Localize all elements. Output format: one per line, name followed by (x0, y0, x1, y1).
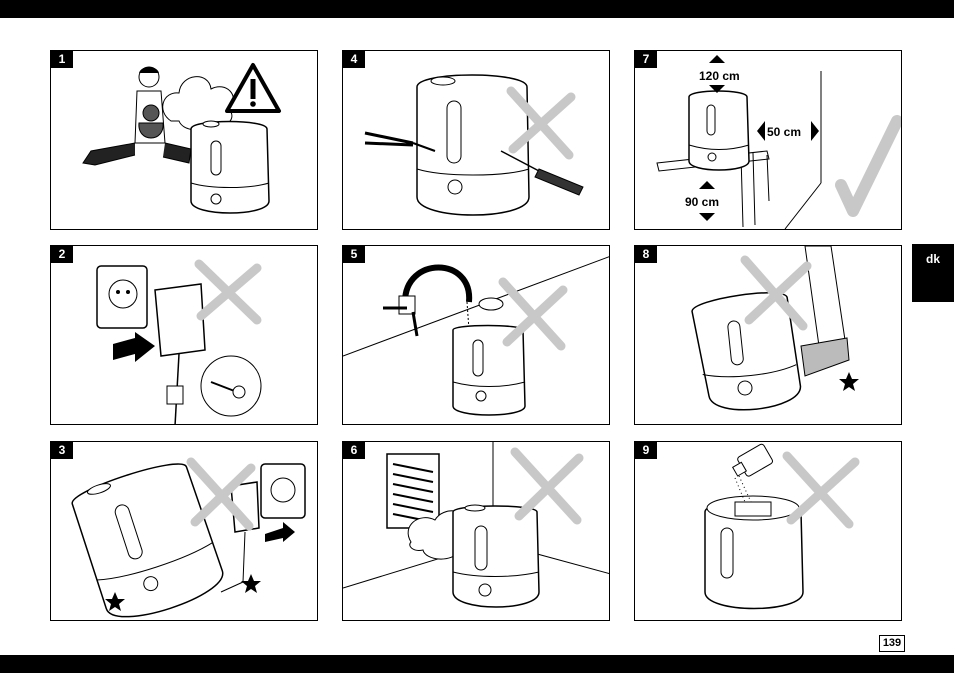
illustration-no-additives (635, 442, 902, 621)
illustration-no-tools (343, 51, 610, 230)
panel-3: 3 (50, 441, 318, 621)
illustration-unplug-adapter (51, 246, 318, 425)
panel-8: 8 (634, 245, 902, 425)
illustration-no-vent-nearby (343, 442, 610, 621)
bottom-bar (0, 655, 954, 673)
panel-2: 2 (50, 245, 318, 425)
panel-number: 9 (635, 442, 657, 459)
panel-number: 6 (343, 442, 365, 459)
panel-7: 7 120 cm 50 cm 90 cm (634, 50, 902, 230)
illustration-no-kicking (635, 246, 902, 425)
panel-number: 1 (51, 51, 73, 68)
illustration-no-tap-fill (343, 246, 610, 425)
illustration-child-near-humidifier (51, 51, 318, 230)
panel-6: 6 (342, 441, 610, 621)
panel-number: 8 (635, 246, 657, 263)
label-top-clearance: 120 cm (699, 69, 740, 83)
illustration-clearance-distances: 120 cm 50 cm 90 cm (635, 51, 902, 230)
page-number: 139 (879, 635, 905, 652)
panel-number: 5 (343, 246, 365, 263)
panel-number: 3 (51, 442, 73, 459)
panel-number: 4 (343, 51, 365, 68)
panel-9: 9 (634, 441, 902, 621)
top-bar (0, 0, 954, 18)
panel-1: 1 (50, 50, 318, 230)
panel-number: 7 (635, 51, 657, 68)
panel-4: 4 (342, 50, 610, 230)
illustration-no-tipping (51, 442, 318, 621)
panel-number: 2 (51, 246, 73, 263)
language-tab: dk (912, 244, 954, 302)
label-side-clearance: 50 cm (767, 125, 801, 139)
panel-5: 5 (342, 245, 610, 425)
label-floor-height: 90 cm (685, 195, 719, 209)
